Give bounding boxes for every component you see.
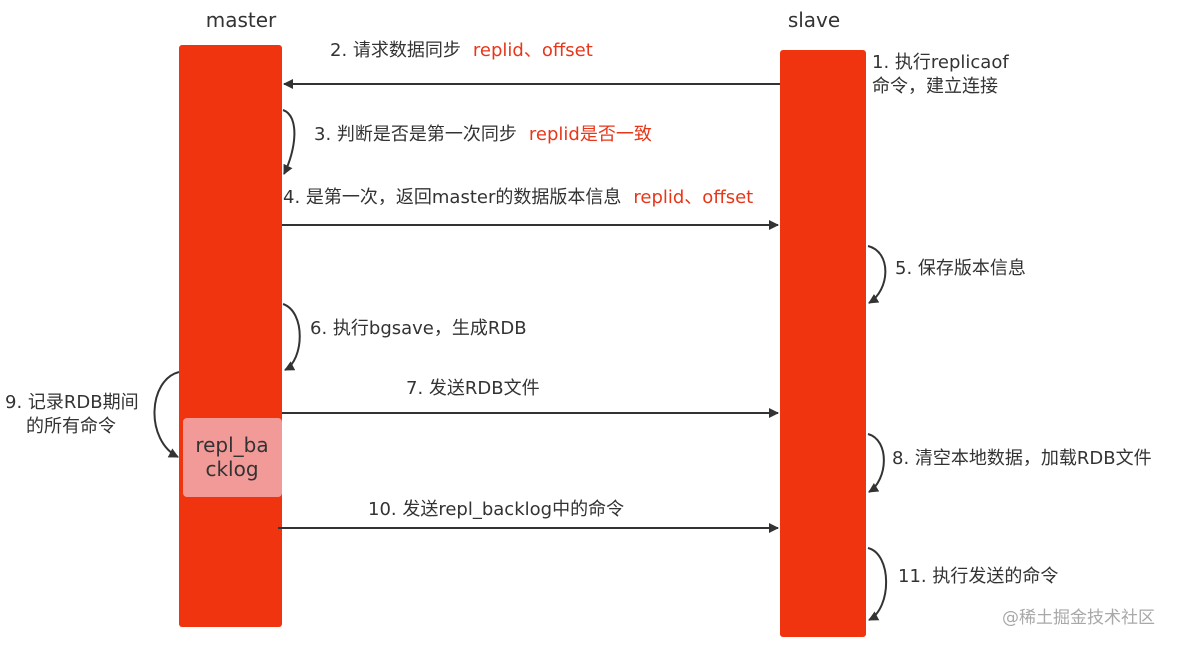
repl-backlog-label-line2: cklog: [205, 457, 258, 481]
step-1-label-line2: 命令，建立连接: [872, 76, 998, 97]
repl-backlog-box: [183, 418, 282, 497]
watermark: @稀土掘金技术社区: [1002, 608, 1155, 628]
step-5-label: 5. 保存版本信息: [895, 258, 1026, 279]
step-11-loop-arrow: [867, 547, 888, 621]
step-8-label: 8. 清空本地数据，加载RDB文件: [892, 448, 1152, 469]
step-10-label: 10. 发送repl_backlog中的命令: [368, 499, 624, 520]
step-6-loop-arrow: [282, 303, 301, 371]
step-9-label-line1: 9. 记录RDB期间: [5, 392, 139, 413]
master-lifeline: [179, 45, 282, 627]
slave-title: slave: [788, 8, 840, 32]
step-7-label: 7. 发送RDB文件: [406, 378, 540, 399]
step-3-loop-arrow: [282, 109, 296, 175]
step-8-loop-arrow: [867, 433, 885, 493]
step-9-loop-arrow: [153, 371, 180, 458]
master-title: master: [206, 8, 277, 32]
step-11-label: 11. 执行发送的命令: [898, 566, 1058, 587]
repl-backlog-label-line1: repl_ba: [195, 433, 268, 457]
step-5-loop-arrow: [867, 245, 887, 304]
step-1-label-line1: 1. 执行replicaof: [872, 52, 1009, 73]
step-6-label: 6. 执行bgsave，生成RDB: [310, 318, 527, 339]
slave-lifeline: [780, 50, 866, 637]
step-9-label-line2: 的所有命令: [26, 416, 116, 437]
